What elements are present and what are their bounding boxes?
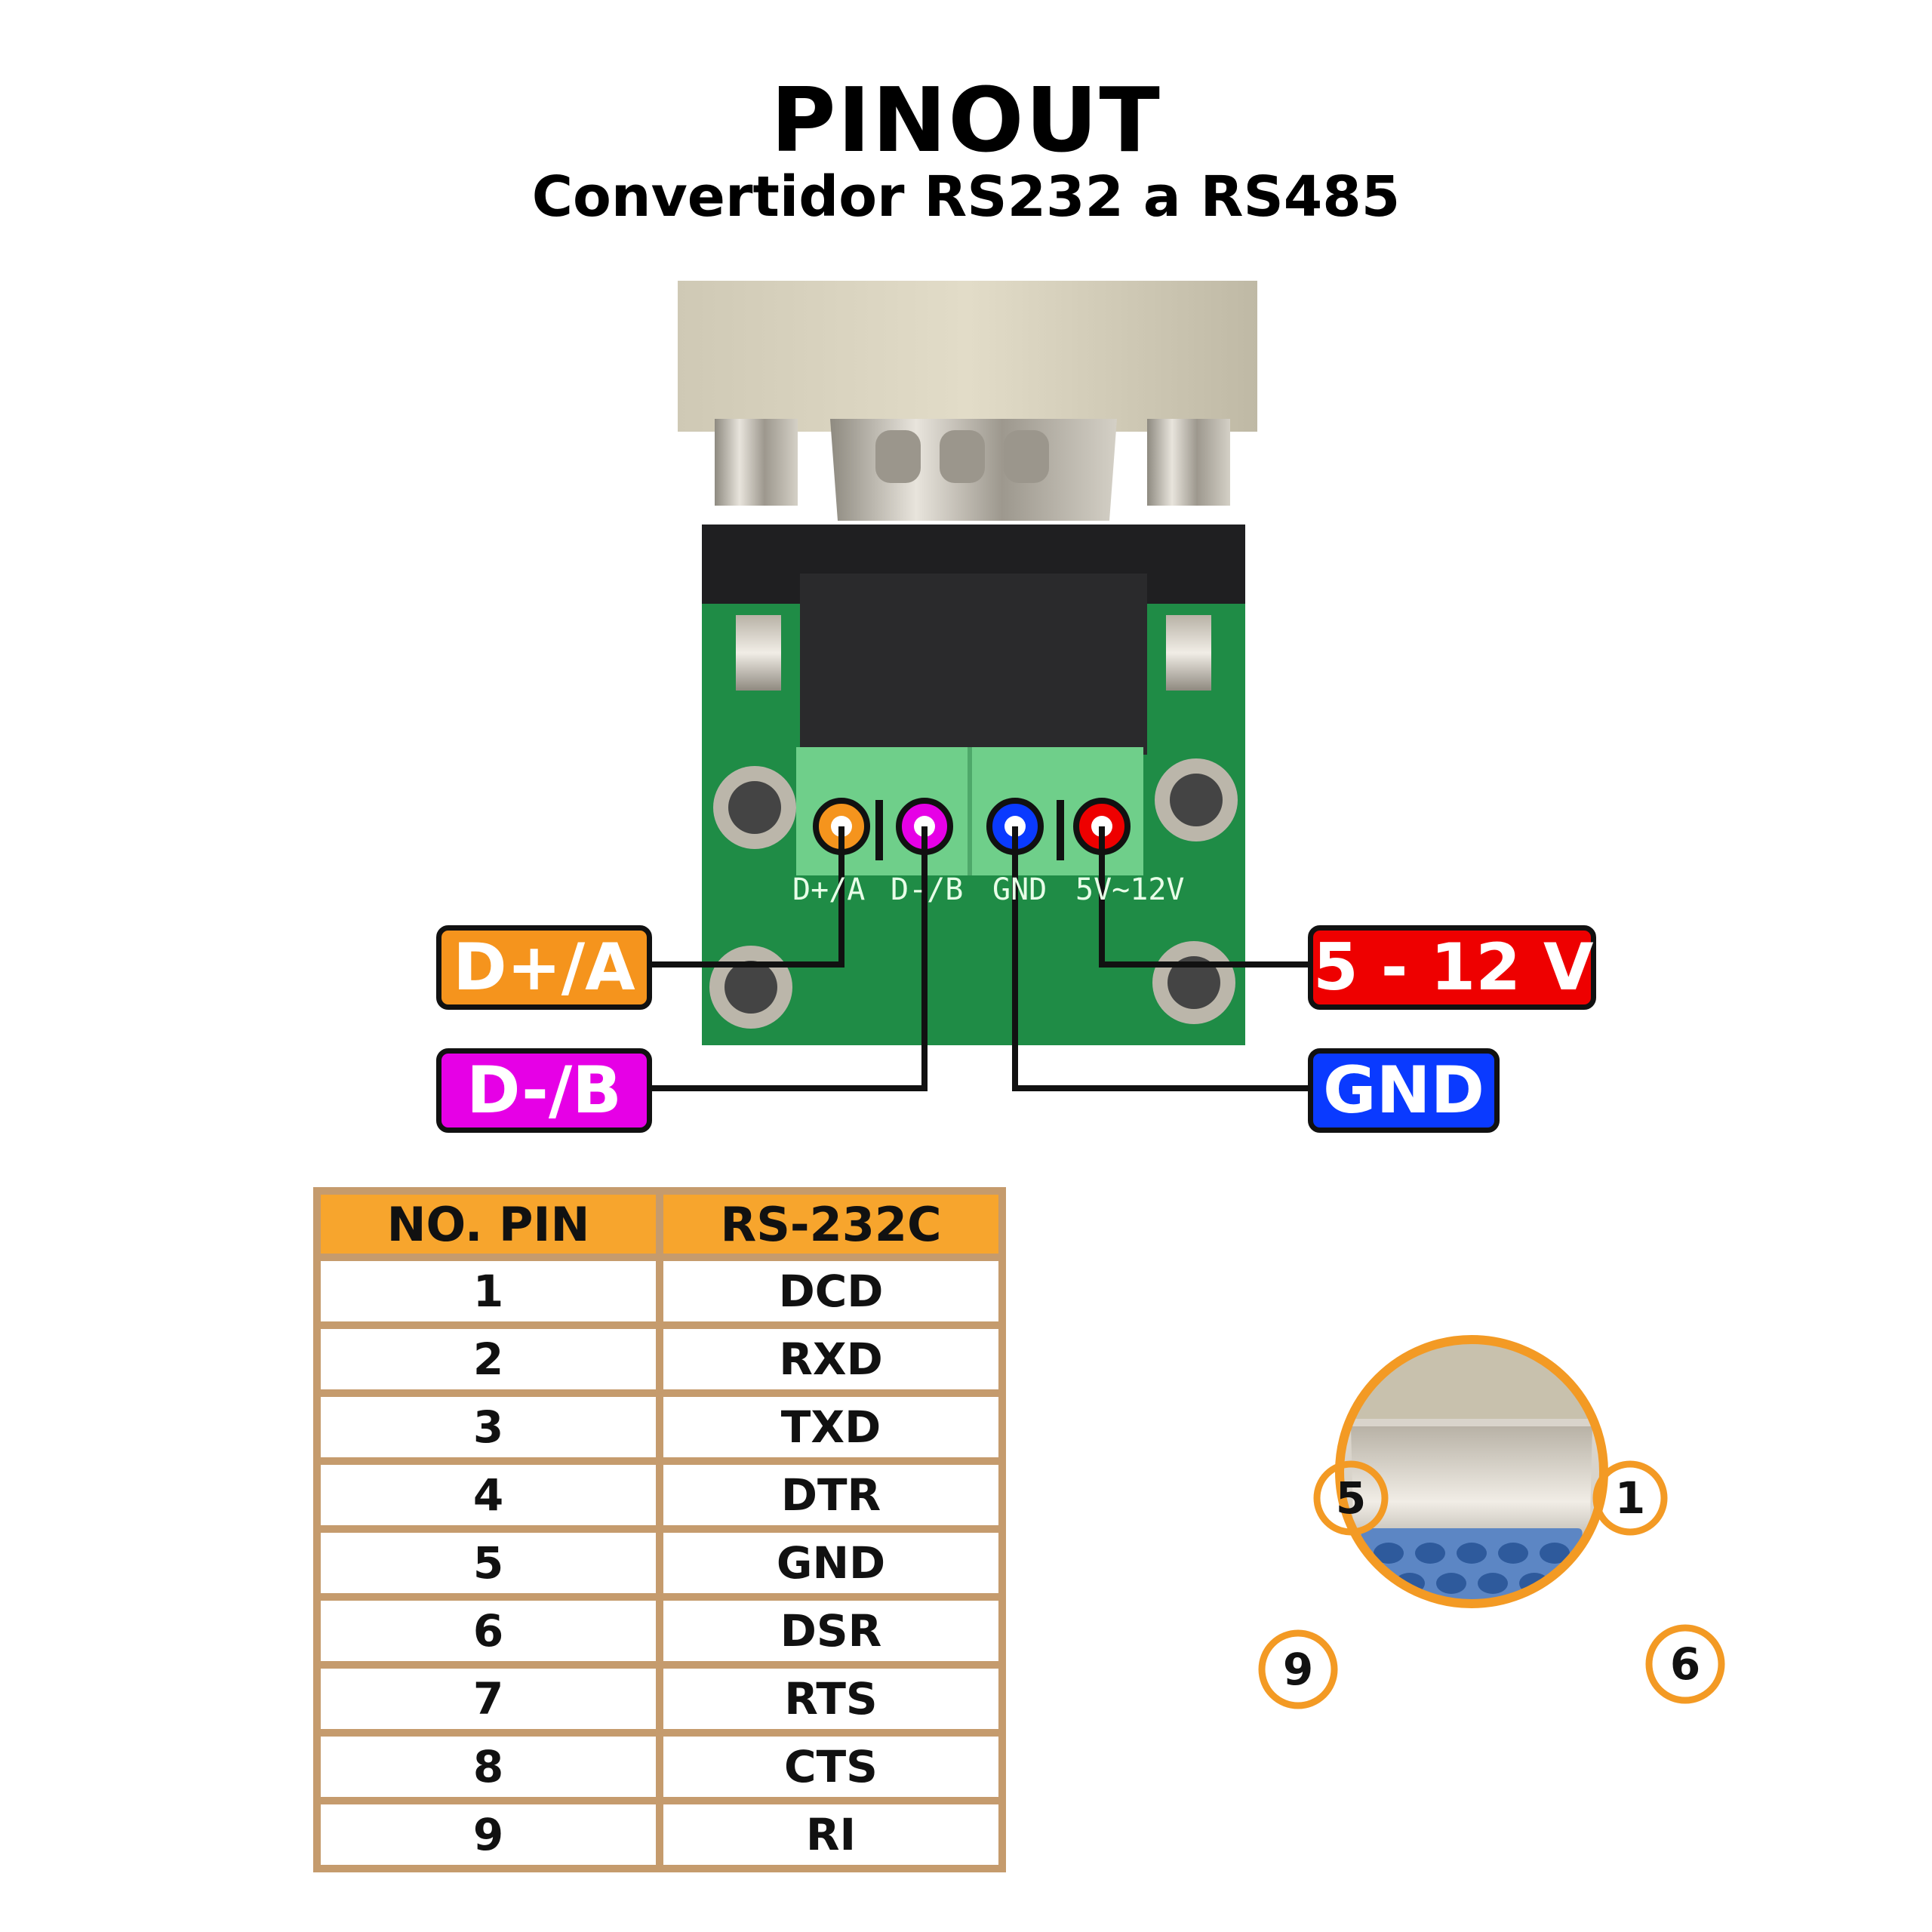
- terminal-label-gnd: GND: [992, 872, 1048, 907]
- pin-signal: RTS: [663, 1669, 998, 1729]
- pin-signal: RI: [663, 1804, 998, 1865]
- pin-marker-ring-6: [1645, 1624, 1725, 1704]
- label-power-5-12v: 5 - 12 V: [1308, 925, 1596, 1010]
- pin-marker-5: 5: [1335, 1472, 1367, 1524]
- screw-right: [1166, 615, 1211, 691]
- pin-marker-6: 6: [1669, 1638, 1701, 1690]
- pin-number: 2: [321, 1329, 656, 1389]
- pin-number: 6: [321, 1601, 656, 1661]
- db9-shell: [678, 281, 1257, 432]
- terminal-label-power: 5V~12V: [1075, 872, 1185, 907]
- wire-dminus: [645, 826, 928, 1091]
- standoff-right: [1147, 419, 1230, 506]
- wire-dplus: [645, 826, 844, 968]
- header-rs232c: RS-232C: [663, 1195, 998, 1254]
- page-title: PINOUT: [771, 68, 1161, 172]
- label-d-minus-b: D-/B: [436, 1048, 652, 1133]
- standoff-left: [715, 419, 798, 506]
- db9-insert: [1361, 1528, 1583, 1600]
- label-d-plus-a: D+/A: [436, 925, 652, 1010]
- pin-number: 1: [321, 1261, 656, 1321]
- terminal-label-dminus: D-/B: [891, 872, 964, 907]
- pin-number: 9: [321, 1804, 656, 1865]
- pin-marker-9: 9: [1282, 1644, 1314, 1695]
- label-gnd: GND: [1308, 1048, 1500, 1133]
- table-header-row: NO. PIN RS-232C: [321, 1195, 998, 1254]
- wire-gnd: [1012, 826, 1308, 1091]
- pin-number: 4: [321, 1465, 656, 1525]
- pin-marker-1: 1: [1614, 1472, 1646, 1524]
- screw-left: [736, 615, 781, 691]
- db9-zoom: [1340, 1340, 1604, 1604]
- pin-marker-ring-5: [1313, 1460, 1389, 1536]
- pin-marker-ring-1: [1592, 1460, 1668, 1536]
- pin-marker-ring-9: [1258, 1629, 1338, 1709]
- header-pin-number: NO. PIN: [321, 1195, 656, 1254]
- pin-signal: GND: [663, 1533, 998, 1593]
- pin-number: 8: [321, 1737, 656, 1797]
- pin-number: 3: [321, 1397, 656, 1457]
- pin-signal: TXD: [663, 1397, 998, 1457]
- pin-number: 5: [321, 1533, 656, 1593]
- pin-number: 7: [321, 1669, 656, 1729]
- pin-signal: DCD: [663, 1261, 998, 1321]
- pin-signal: RXD: [663, 1329, 998, 1389]
- page-subtitle: Convertidor RS232 a RS485: [531, 165, 1401, 229]
- pin-signal: DSR: [663, 1601, 998, 1661]
- pin-signal: CTS: [663, 1737, 998, 1797]
- pin-signal: DTR: [663, 1465, 998, 1525]
- wire-power: [1099, 826, 1308, 968]
- terminal-label-dplus: D+/A: [792, 872, 866, 907]
